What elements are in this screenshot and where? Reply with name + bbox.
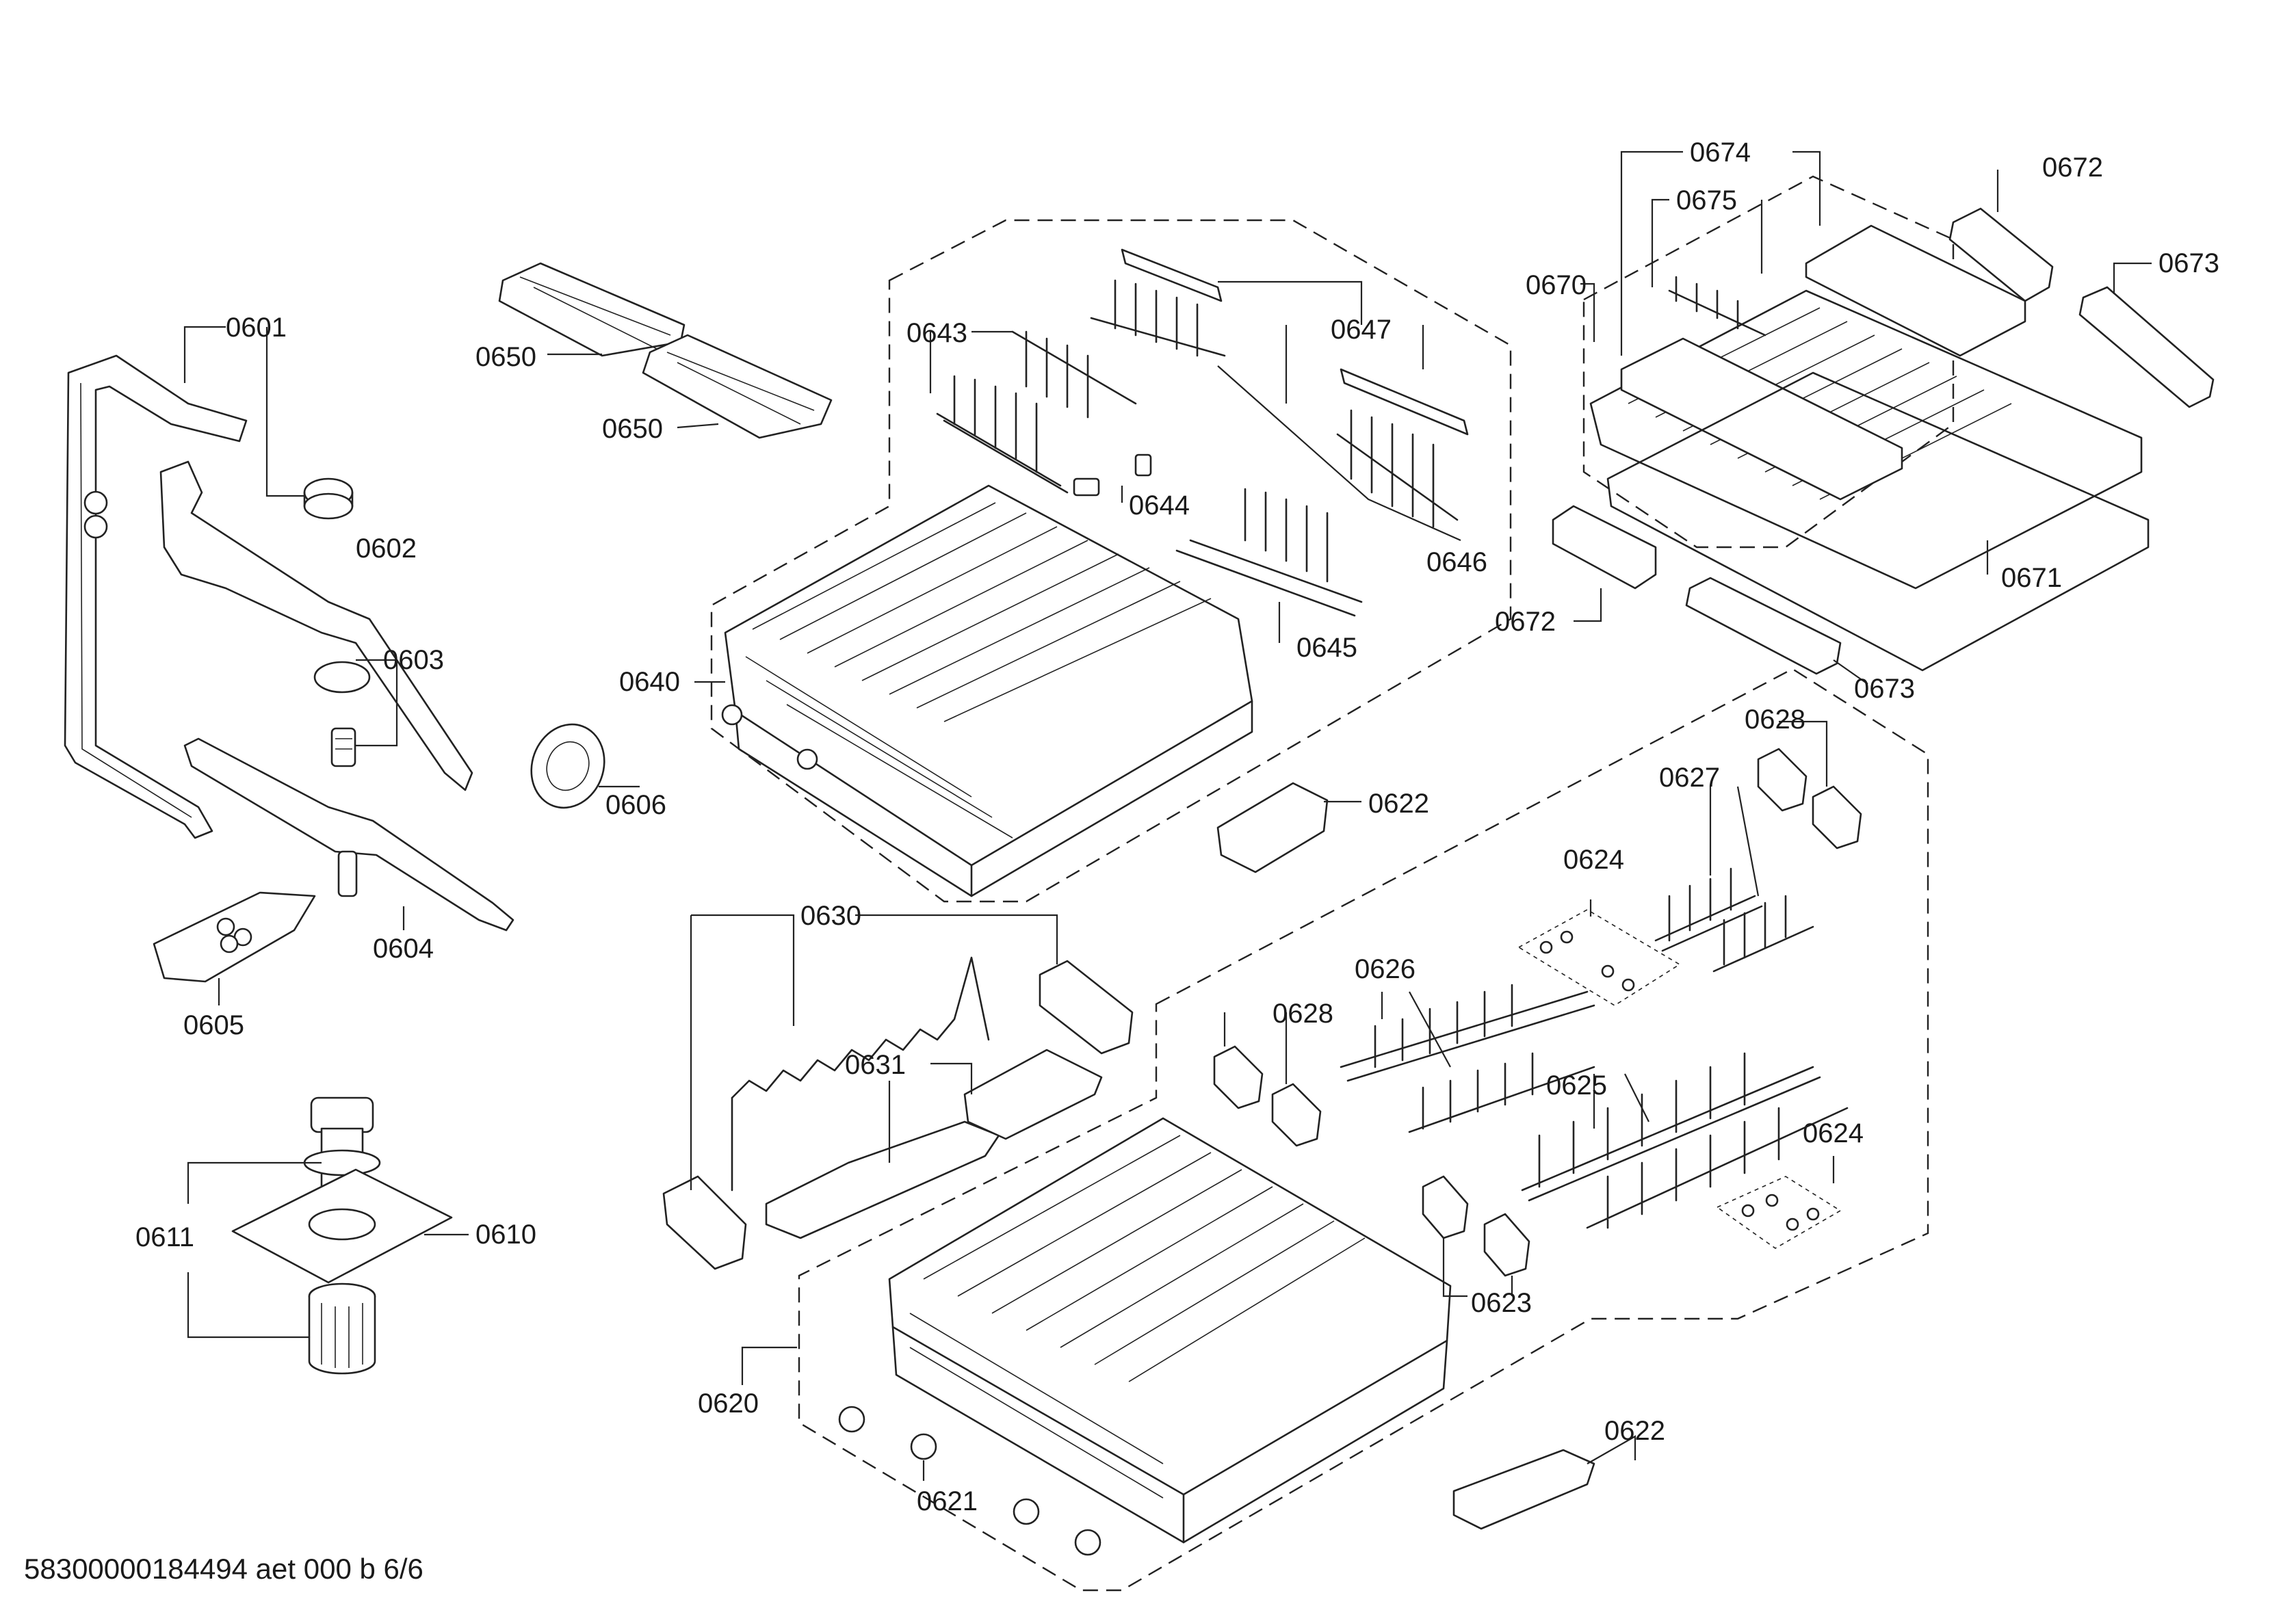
lower-spray-arm-0604	[183, 737, 514, 932]
callout-0606: 0606	[605, 790, 666, 820]
lower-basket-0620	[888, 1117, 1452, 1544]
callout-0603: 0603	[383, 645, 444, 675]
callout-0646: 0646	[1426, 547, 1487, 577]
callout-0628-lower: 0628	[1273, 999, 1333, 1029]
leader-lines	[183, 150, 2152, 1481]
callout-0602: 0602	[356, 534, 417, 564]
disc-0606	[530, 723, 605, 809]
callout-0673-lower: 0673	[1854, 674, 1915, 704]
callout-0650-upper: 0650	[475, 342, 536, 372]
callout-0675: 0675	[1676, 185, 1737, 215]
callout-0673-upper: 0673	[2158, 248, 2219, 278]
callout-0605: 0605	[183, 1010, 244, 1040]
callout-0672-lower: 0672	[1495, 607, 1556, 637]
wire-rack-0630	[662, 956, 1134, 1270]
tray-0631	[765, 1049, 1103, 1239]
supply-pipe-0601	[64, 354, 248, 839]
callout-0601: 0601	[226, 313, 287, 343]
sump-filter-0610	[231, 1096, 453, 1284]
callout-0631: 0631	[845, 1050, 906, 1080]
clips-0628	[1213, 748, 1862, 1147]
callout-0623: 0623	[1471, 1288, 1532, 1318]
callout-0630: 0630	[800, 901, 861, 931]
callout-0611: 0611	[135, 1222, 194, 1252]
callout-0626: 0626	[1355, 954, 1416, 984]
micro-filter-0611	[308, 1282, 376, 1375]
callout-0621: 0621	[917, 1486, 978, 1516]
wheels-0621	[838, 1406, 1101, 1556]
callout-0645: 0645	[1296, 633, 1357, 663]
tray-0650-lower	[642, 334, 833, 439]
callout-0670: 0670	[1526, 270, 1587, 300]
upper-basket-group-outline	[710, 219, 1512, 903]
callout-0624-upper: 0624	[1563, 845, 1624, 875]
rack-frame-0671	[1606, 371, 2150, 672]
callout-0622-lower: 0622	[1604, 1416, 1665, 1446]
callout-0622-upper: 0622	[1368, 789, 1429, 819]
callout-0625: 0625	[1546, 1070, 1607, 1101]
handle-0622-upper	[1216, 782, 1329, 873]
callout-0643: 0643	[906, 318, 967, 348]
tine-rack-0643	[936, 330, 1137, 494]
rail-0673	[1685, 286, 2215, 675]
tine-rack-0626	[1340, 984, 1595, 1133]
callout-0674: 0674	[1690, 137, 1751, 168]
upper-spray-arm-0603	[159, 460, 473, 791]
tine-rack-0627	[1654, 867, 1814, 973]
callout-0604: 0604	[373, 934, 434, 964]
clips-0624	[1517, 909, 1842, 1249]
callout-0672-upper: 0672	[2042, 153, 2103, 183]
callout-0628-upper: 0628	[1745, 705, 1805, 735]
third-rack-0670	[1589, 224, 2143, 590]
callout-0627: 0627	[1659, 763, 1720, 793]
callout-0647: 0647	[1331, 315, 1392, 345]
callout-0624-lower: 0624	[1803, 1118, 1864, 1148]
callout-0610: 0610	[475, 1220, 536, 1250]
callout-0644: 0644	[1129, 490, 1190, 521]
tray-0650-upper	[498, 262, 686, 357]
document-id: 58300000184494 aet 000 b 6/6	[24, 1553, 423, 1585]
callout-labels: 0601 0602 0603 0604 0605 0606 0610 0611 …	[135, 137, 2219, 1516]
callout-0671: 0671	[2001, 563, 2062, 593]
clip-0602	[303, 477, 354, 520]
clip-0644	[1073, 453, 1152, 497]
handle-0622-lower	[1452, 1449, 1595, 1530]
rail-0672	[1552, 207, 2054, 590]
lower-basket-group-outline	[798, 668, 1929, 1592]
callout-0650-lower: 0650	[602, 414, 663, 444]
tine-rack-0625	[1521, 1052, 1849, 1229]
tine-rack-0647	[1090, 248, 1469, 528]
callout-0620: 0620	[698, 1388, 759, 1419]
clips-0623	[1422, 1175, 1530, 1277]
upper-basket-0640	[721, 484, 1253, 897]
callout-0640: 0640	[619, 667, 680, 697]
tine-rack-0645	[1175, 488, 1363, 617]
filter-cover-0605	[153, 891, 316, 983]
